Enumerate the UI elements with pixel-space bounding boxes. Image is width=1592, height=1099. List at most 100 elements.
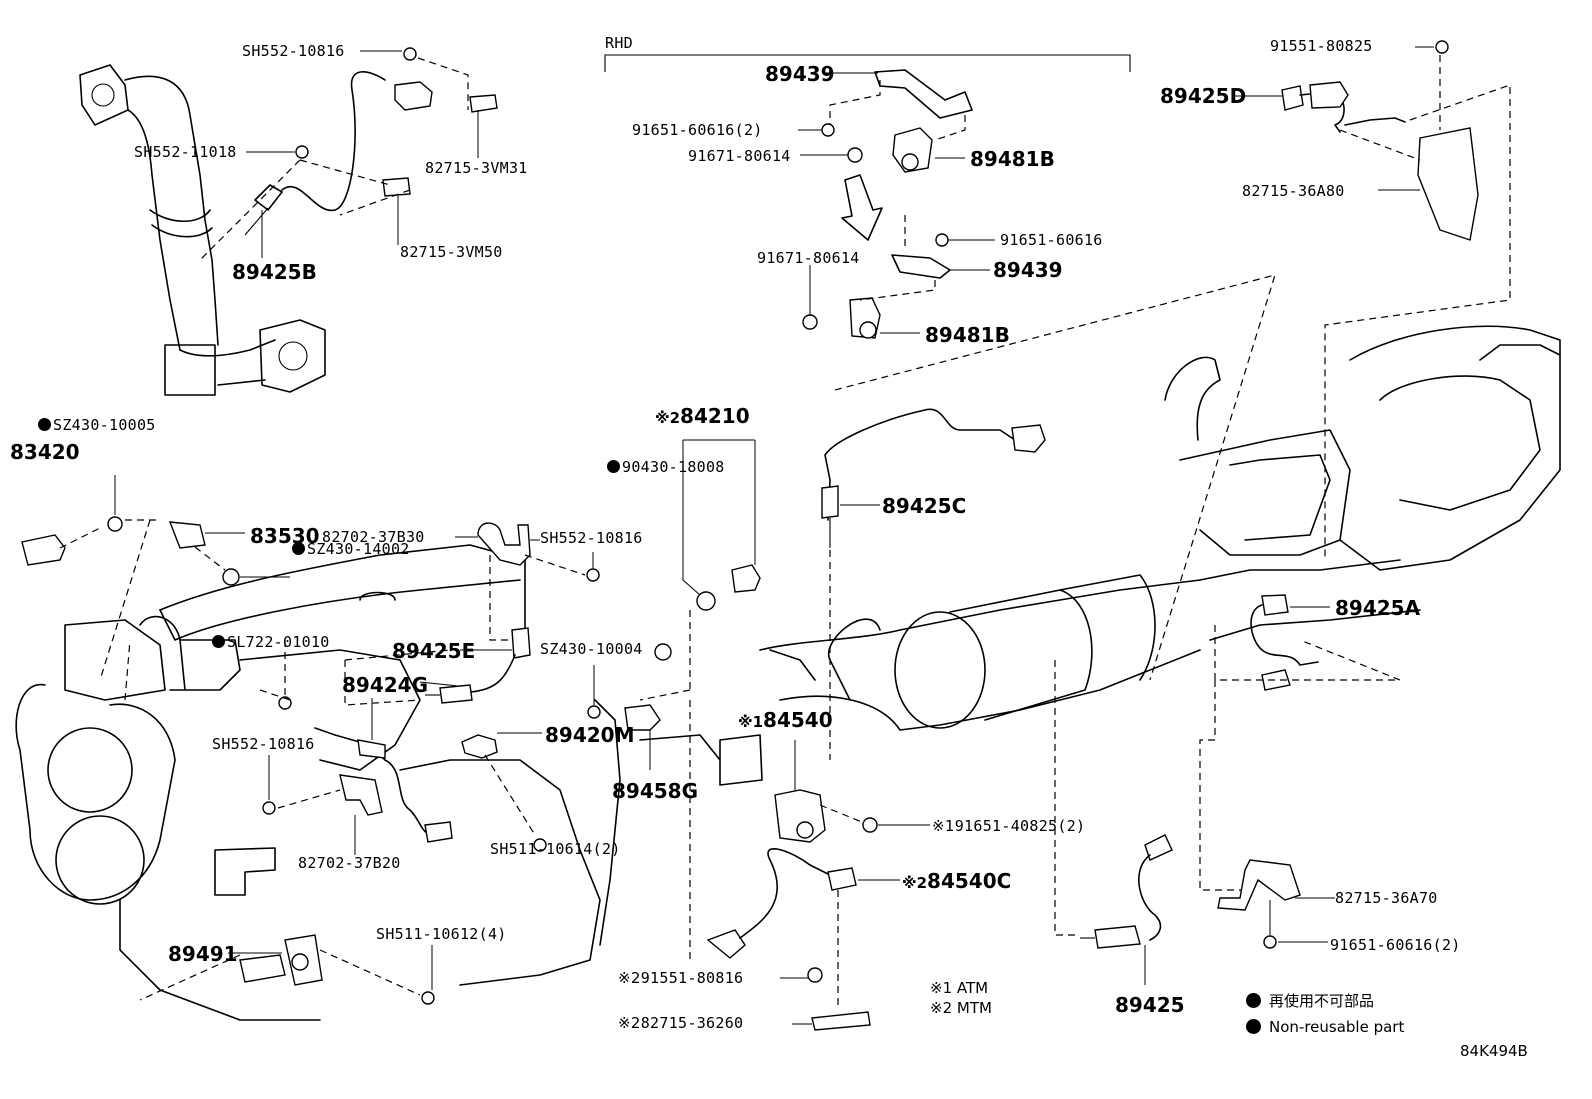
part-label-90430-18008: 90430-18008 xyxy=(607,459,725,476)
footnote-mark: ※1 xyxy=(738,713,764,731)
part-label-91651-40825-2-: ※191651-40825(2) xyxy=(932,818,1085,835)
part-number-text: 89481B xyxy=(925,323,1010,347)
part-label-91671-80614: 91671-80614 xyxy=(757,250,860,267)
part-label-89425a: 89425A xyxy=(1335,597,1420,619)
bolt-icon xyxy=(1263,935,1277,949)
bolt-icon xyxy=(807,967,823,983)
part-label-89425: 89425 xyxy=(1115,994,1185,1016)
part-label-91651-60616: 91651-60616 xyxy=(1000,232,1103,249)
dot-icon xyxy=(1246,1019,1261,1034)
part-number-text: 89458G xyxy=(612,779,698,803)
sensor-83420 xyxy=(21,534,66,566)
exhaust-pipe-drawing xyxy=(79,64,326,396)
part-number-text: 84540C xyxy=(927,869,1012,893)
bracket-82715-36a70 xyxy=(1217,859,1301,911)
non-reusable-dot-icon xyxy=(38,418,51,431)
part-number-text: 89425E xyxy=(392,639,476,663)
gasket-icon xyxy=(654,643,672,661)
part-number-text: SH511-10612(4) xyxy=(376,925,507,943)
part-number-text: 89425 xyxy=(1115,993,1185,1017)
bracket-82715-36260 xyxy=(811,1011,871,1031)
part-label-89439: 89439 xyxy=(993,259,1063,281)
part-label-89425d: 89425D xyxy=(1160,85,1246,107)
part-number-text: 91671-80614 xyxy=(688,147,791,165)
part-label-84540: ※184540 xyxy=(738,709,833,733)
bolt-icon xyxy=(262,801,276,815)
part-number-text: 82715-3VM50 xyxy=(400,243,503,261)
bracket-89491 xyxy=(239,954,286,983)
non-reusable-dot-icon xyxy=(292,542,305,555)
sensor-connector xyxy=(424,821,453,843)
part-label-91671-80614: 91671-80614 xyxy=(688,148,791,165)
part-label-82715-36a70: 82715-36A70 xyxy=(1335,890,1438,907)
part-number-text: 82715-36260 xyxy=(640,1014,744,1032)
sensor-89458g xyxy=(624,704,661,731)
part-number-text: 89425B xyxy=(232,260,317,284)
part-label-89424g: 89424G xyxy=(342,674,428,696)
part-number-text: SH552-10816 xyxy=(242,42,345,60)
bolt-icon xyxy=(403,47,417,61)
footnote-mark: ※2 xyxy=(618,1014,641,1032)
part-label-82715-36a80: 82715-36A80 xyxy=(1242,183,1345,200)
part-number-text: SH552-11018 xyxy=(134,143,237,161)
legend-jp: 再使用不可部品 xyxy=(1246,988,1404,1014)
part-label-sz430-10004: SZ430-10004 xyxy=(540,641,643,658)
part-number-text: 89425A xyxy=(1335,596,1421,620)
part-number-text: SZ430-10005 xyxy=(53,416,156,434)
part-label-89425b: 89425B xyxy=(232,261,317,283)
sensor-89424g-drawing xyxy=(314,727,431,836)
part-label-91551-80825: 91551-80825 xyxy=(1270,38,1373,55)
bolt-icon xyxy=(421,991,435,1005)
part-label-89425e: 89425E xyxy=(392,640,475,662)
part-number-text: 91651-60616(2) xyxy=(632,121,763,139)
part-number-text: 89439 xyxy=(765,62,835,86)
part-number-text: 84540 xyxy=(763,708,833,732)
part-label-sh552-10816: SH552-10816 xyxy=(242,43,345,60)
part-number-text: 82702-37B30 xyxy=(322,528,425,546)
part-number-text: 91651-60616 xyxy=(1000,231,1103,249)
note-mtm: ※2 MTM xyxy=(930,999,992,1017)
part-number-text: SH552-10816 xyxy=(212,735,315,753)
part-number-text: 89425D xyxy=(1160,84,1247,108)
part-number-text: 89425C xyxy=(882,494,967,518)
part-label-82702-37b30: 82702-37B30 xyxy=(322,529,425,546)
sensor-89420m xyxy=(461,734,498,759)
part-label-89481b: 89481B xyxy=(970,148,1055,170)
gasket-icon xyxy=(107,516,123,532)
sensor-port xyxy=(796,821,814,839)
part-number-text: SZ430-14002 xyxy=(307,540,410,558)
part-number-text: 91651-60616(2) xyxy=(1330,936,1461,954)
part-number-text: 82702-37B20 xyxy=(298,854,401,872)
part-number-text: 84210 xyxy=(680,404,750,428)
part-label-sz430-14002: SZ430-14002 xyxy=(292,541,410,558)
diagram-code: 84K494B xyxy=(1460,1042,1528,1060)
bolt-icon xyxy=(586,568,600,582)
part-label-82715-3vm31: 82715-3VM31 xyxy=(425,160,528,177)
part-label-89481b: 89481B xyxy=(925,324,1010,346)
gasket-icon xyxy=(278,696,292,710)
part-label-82715-3vm50: 82715-3VM50 xyxy=(400,244,503,261)
part-number-text: SH511-10614(2) xyxy=(490,840,621,858)
sensor-84540c-wire xyxy=(739,848,831,939)
dpf-assembly-drawing xyxy=(759,325,1561,731)
part-number-text: 89439 xyxy=(993,258,1063,282)
part-label-89458g: 89458G xyxy=(612,780,698,802)
part-label-91651-60616-2-: 91651-60616(2) xyxy=(632,122,763,139)
gasket-icon xyxy=(696,591,716,611)
bracket-82715-3vm31 xyxy=(469,94,498,113)
part-number-text: SZ430-10004 xyxy=(540,640,643,658)
part-number-text: 89491 xyxy=(168,942,238,966)
part-label-sh552-10816: SH552-10816 xyxy=(212,736,315,753)
part-number-text: 91551-80825 xyxy=(1270,37,1373,55)
part-number-text: 89481B xyxy=(970,147,1055,171)
rhd-sensor-group xyxy=(802,69,973,339)
sensor-89425a-drawing xyxy=(1250,594,1319,691)
part-number-text: 89424G xyxy=(342,673,428,697)
part-number-text: 82715-36A70 xyxy=(1335,889,1438,907)
footnote-mark: ※1 xyxy=(932,817,955,835)
bolt-icon xyxy=(295,145,309,159)
part-label-91651-60616-2-: 91651-60616(2) xyxy=(1330,937,1461,954)
part-number-text: SH552-10816 xyxy=(540,529,643,547)
part-label-89425c: 89425C xyxy=(882,495,966,517)
